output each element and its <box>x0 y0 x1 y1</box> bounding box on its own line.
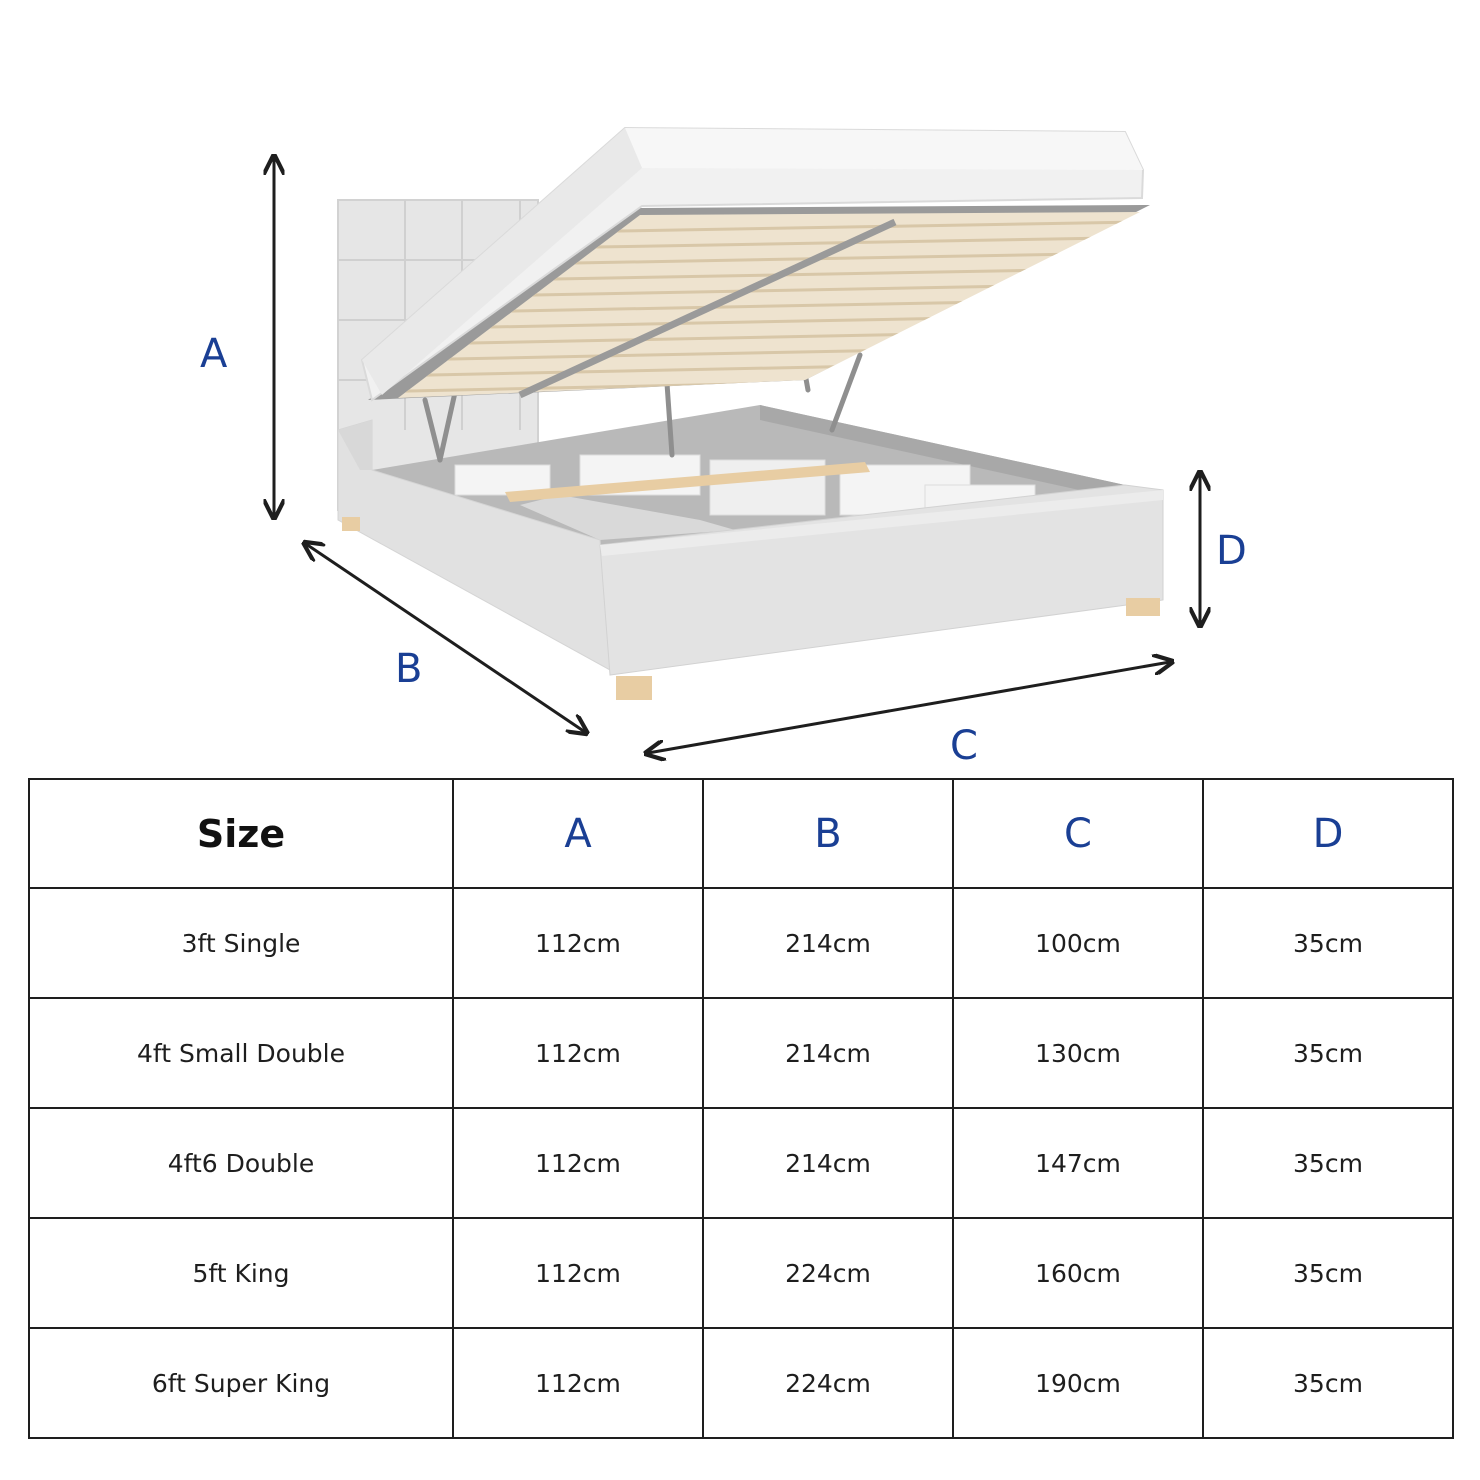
a-cell: 112cm <box>452 887 704 999</box>
b-cell: 214cm <box>702 997 954 1109</box>
c-cell: 130cm <box>952 997 1204 1109</box>
table-row: 3ft Single 112cm 214cm 100cm 35cm <box>28 887 1454 999</box>
dimension-b-arrow <box>306 544 585 732</box>
lifted-base <box>368 205 1150 400</box>
a-cell: 112cm <box>452 1217 704 1329</box>
header-c: C <box>952 778 1204 889</box>
b-cell: 214cm <box>702 887 954 999</box>
table-row: 6ft Super King 112cm 224cm 190cm 35cm <box>28 1327 1454 1439</box>
c-cell: 100cm <box>952 887 1204 999</box>
dimension-d-label: D <box>1216 528 1247 574</box>
d-cell: 35cm <box>1202 1107 1454 1219</box>
a-cell: 112cm <box>452 1327 704 1439</box>
bed-diagram: A B C D <box>200 126 1247 769</box>
foot-end <box>599 484 1164 676</box>
leg-back <box>342 517 360 531</box>
leg-right <box>1126 598 1160 616</box>
table-row: 5ft King 112cm 224cm 160cm 35cm <box>28 1217 1454 1329</box>
storage-area <box>372 405 1125 545</box>
size-cell: 3ft Single <box>28 887 454 999</box>
dimension-b-label: B <box>395 646 422 692</box>
b-cell: 214cm <box>702 1107 954 1219</box>
size-cell: 5ft King <box>28 1217 454 1329</box>
size-cell: 4ft Small Double <box>28 997 454 1109</box>
c-cell: 160cm <box>952 1217 1204 1329</box>
b-cell: 224cm <box>702 1217 954 1329</box>
table-row: 4ft Small Double 112cm 214cm 130cm 35cm <box>28 997 1454 1109</box>
leg-front <box>616 676 652 700</box>
table-row: 4ft6 Double 112cm 214cm 147cm 35cm <box>28 1107 1454 1219</box>
dimension-a-label: A <box>200 331 228 377</box>
d-cell: 35cm <box>1202 887 1454 999</box>
size-cell: 6ft Super King <box>28 1327 454 1439</box>
a-cell: 112cm <box>452 997 704 1109</box>
table-header-row: Size A B C D <box>28 778 1454 889</box>
header-size: Size <box>28 778 454 889</box>
d-cell: 35cm <box>1202 1217 1454 1329</box>
size-dimensions-table: Size A B C D 3ft Single 112cm 214cm 100c… <box>28 778 1454 1439</box>
d-cell: 35cm <box>1202 1327 1454 1439</box>
size-cell: 4ft6 Double <box>28 1107 454 1219</box>
ottoman-bed-illustration <box>337 126 1164 700</box>
mattress <box>360 126 1145 402</box>
header-a: A <box>452 778 704 889</box>
b-cell: 224cm <box>702 1327 954 1439</box>
c-cell: 147cm <box>952 1107 1204 1219</box>
header-d: D <box>1202 778 1454 889</box>
d-cell: 35cm <box>1202 997 1454 1109</box>
a-cell: 112cm <box>452 1107 704 1219</box>
header-b: B <box>702 778 954 889</box>
dimension-c-label: C <box>950 723 978 769</box>
dimension-c-arrow <box>648 662 1170 753</box>
c-cell: 190cm <box>952 1327 1204 1439</box>
